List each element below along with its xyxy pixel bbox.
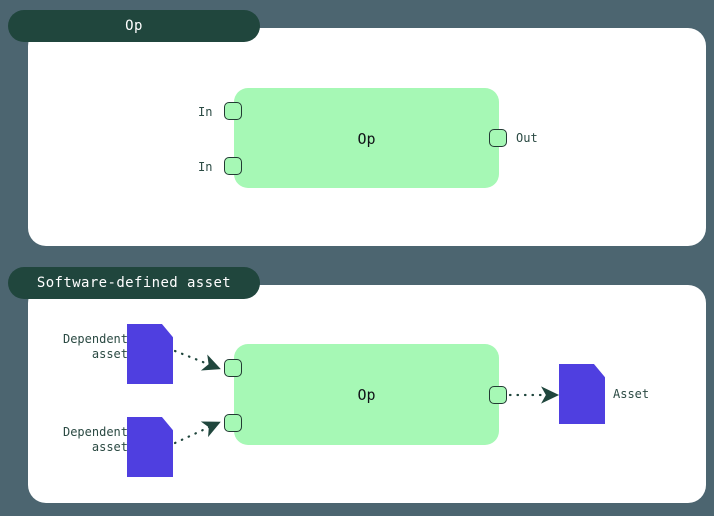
panel-software-defined-asset-title-badge: Software-defined asset — [8, 267, 260, 299]
op-node-bottom[interactable] — [234, 344, 499, 445]
op-top-input-port-1-label: In — [198, 105, 213, 119]
op-bottom-input-port-2[interactable] — [224, 414, 242, 432]
dependent-asset-label-1: Dependent asset — [38, 332, 128, 362]
dependent-asset-label-1-line2: asset — [91, 347, 128, 361]
dependent-asset-label-1-line1: Dependent — [62, 332, 128, 346]
op-node-bottom-label: Op — [357, 386, 376, 404]
output-asset-label: Asset — [613, 387, 650, 401]
op-top-output-port-1-label: Out — [516, 131, 538, 145]
op-node-top[interactable] — [234, 88, 499, 188]
panel-op-title-badge: Op — [8, 10, 260, 42]
op-top-input-port-2-label: In — [198, 160, 213, 174]
dependent-asset-label-2-line1: Dependent — [62, 425, 128, 439]
op-bottom-input-port-1[interactable] — [224, 359, 242, 377]
op-top-input-port-1[interactable] — [224, 102, 242, 120]
output-asset-document-icon[interactable] — [559, 364, 605, 424]
op-top-output-port-1[interactable] — [489, 129, 507, 147]
op-bottom-output-port-1[interactable] — [489, 386, 507, 404]
dependent-asset-document-icon-2[interactable] — [127, 417, 173, 477]
op-node-top-label: Op — [357, 130, 376, 148]
dependent-asset-document-icon-1[interactable] — [127, 324, 173, 384]
dependent-asset-label-2: Dependent asset — [38, 425, 128, 455]
op-top-input-port-2[interactable] — [224, 157, 242, 175]
dependent-asset-label-2-line2: asset — [91, 440, 128, 454]
